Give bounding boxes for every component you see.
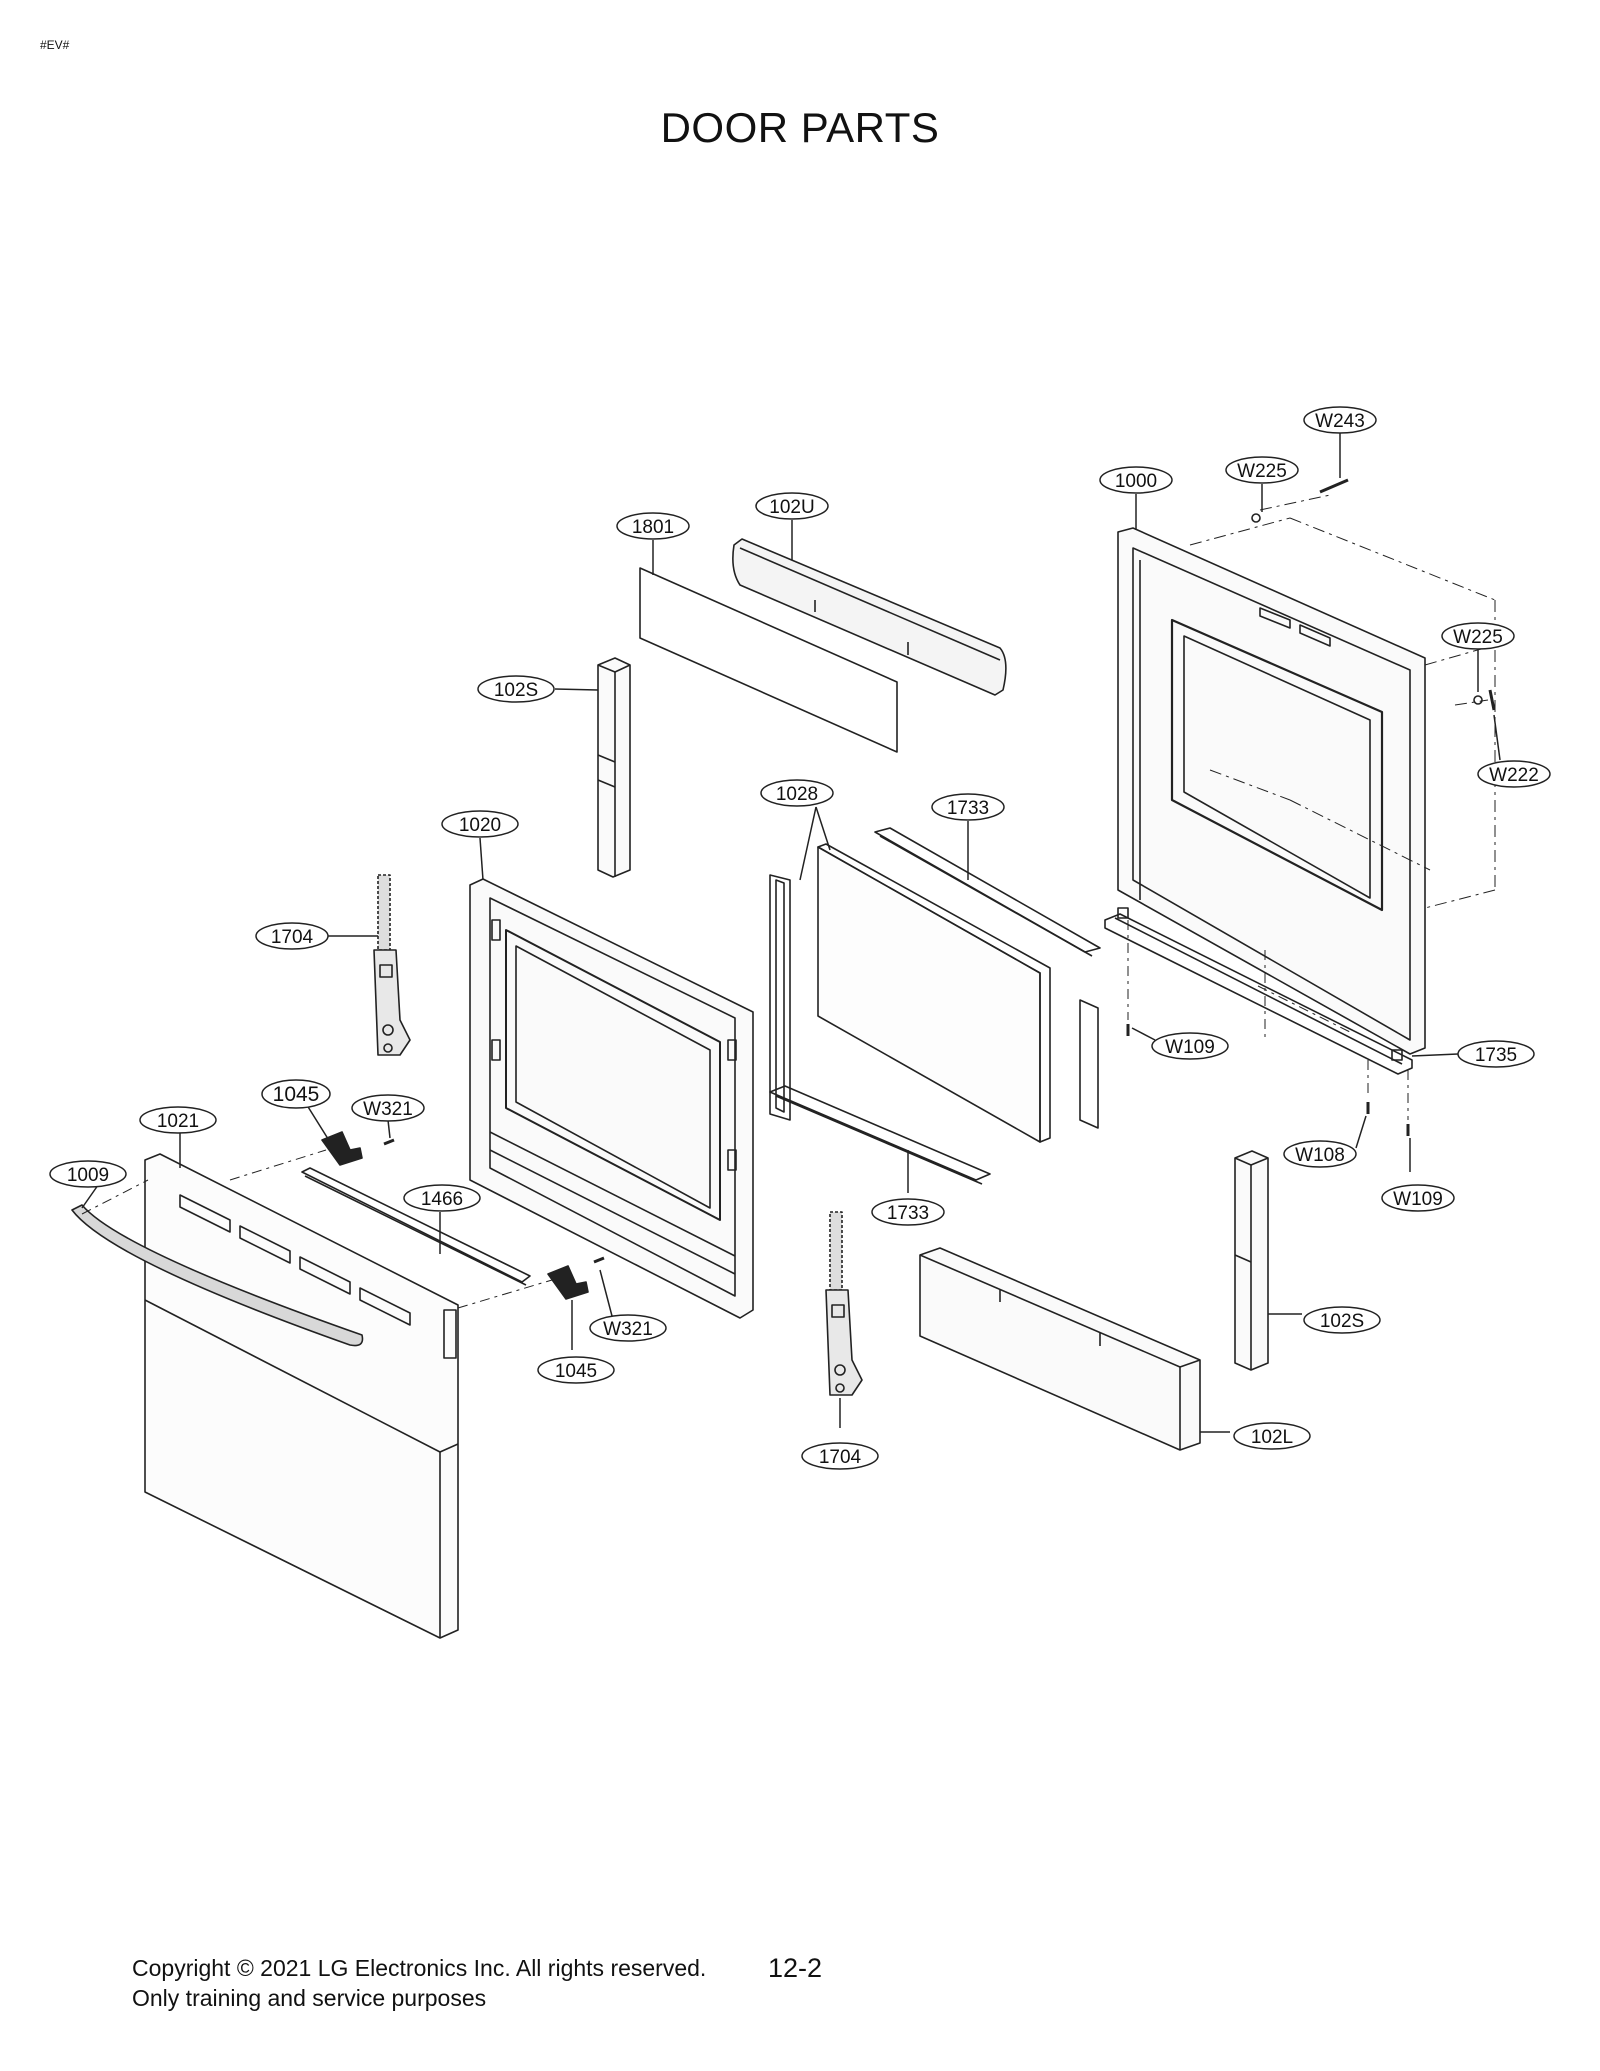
screws-w321	[383, 1138, 605, 1264]
callout-1028: 1028	[760, 779, 834, 807]
guide-box-1000	[1189, 494, 1496, 909]
bracket-1045-bottom	[547, 1265, 589, 1300]
inner-door-frame-1000	[1117, 527, 1426, 1055]
hinge-1704-left	[373, 874, 411, 1056]
svg-text:W321: W321	[363, 1099, 413, 1120]
svg-text:1021: 1021	[157, 1111, 199, 1132]
callout-1045-top: 1045	[261, 1079, 331, 1109]
svg-text:1704: 1704	[819, 1447, 862, 1468]
bar-1466	[301, 1167, 531, 1286]
document-code: #EV#	[40, 38, 70, 52]
guide-line-handle	[81, 1149, 553, 1309]
callout-1021: 1021	[139, 1106, 217, 1134]
callout-1009: 1009	[49, 1160, 127, 1188]
bottom-bracket-1735	[1104, 907, 1413, 1075]
svg-text:W222: W222	[1489, 765, 1539, 786]
hinge-1704-bottom	[825, 1211, 863, 1396]
svg-text:1045: 1045	[555, 1361, 597, 1382]
screws-misc	[1126, 478, 1496, 1136]
callout-1735: 1735	[1457, 1040, 1535, 1068]
side-spacer-102s-bottom	[1234, 1150, 1269, 1371]
callout-1704-bottom: 1704	[801, 1442, 879, 1470]
callout-1801: 1801	[616, 512, 690, 540]
svg-text:1009: 1009	[67, 1165, 109, 1186]
svg-text:1028: 1028	[776, 784, 818, 805]
callout-w108: W108	[1283, 1140, 1357, 1168]
footer-copyright: Copyright © 2021 LG Electronics Inc. All…	[132, 1953, 706, 2013]
callout-1466: 1466	[403, 1184, 481, 1212]
callout-102s-top: 102S	[477, 675, 555, 703]
callout-1000: 1000	[1099, 466, 1173, 494]
svg-text:1466: 1466	[421, 1189, 463, 1210]
copyright-line-1: Copyright © 2021 LG Electronics Inc. All…	[132, 1955, 707, 1981]
callout-1045-bottom: 1045	[537, 1356, 615, 1384]
svg-text:102L: 102L	[1251, 1427, 1293, 1448]
svg-text:W109: W109	[1393, 1189, 1443, 1210]
svg-text:102S: 102S	[494, 680, 538, 701]
callout-w222: W222	[1477, 760, 1551, 788]
insulation-sheet-1801	[639, 567, 898, 753]
svg-text:102U: 102U	[769, 497, 814, 518]
copyright-line-2: Only training and service purposes	[132, 1985, 487, 2011]
bracket-1045-top	[321, 1131, 363, 1166]
callout-102l: 102L	[1233, 1422, 1311, 1450]
callout-w109-right: W109	[1381, 1184, 1455, 1212]
upper-trim-102u	[732, 538, 1007, 696]
callout-w109-mid: W109	[1151, 1032, 1229, 1060]
outer-door-1021	[144, 1153, 459, 1639]
callout-102s-bottom: 102S	[1303, 1306, 1381, 1334]
svg-text:W225: W225	[1453, 627, 1503, 648]
inner-metal-frame-1020	[469, 878, 754, 1319]
svg-text:1000: 1000	[1115, 471, 1157, 492]
svg-text:W225: W225	[1237, 461, 1287, 482]
svg-text:1733: 1733	[947, 798, 989, 819]
leader-lines	[81, 430, 1501, 1433]
page-number: 12-2	[768, 1953, 823, 1983]
side-spacer-102s-top	[597, 657, 631, 878]
callout-1733-bottom: 1733	[871, 1198, 945, 1226]
callout-1733-top: 1733	[931, 793, 1005, 821]
callout-w225-right: W225	[1441, 622, 1515, 650]
callout-1704-left: 1704	[255, 922, 329, 950]
callout-text: W243	[1315, 411, 1365, 432]
callout-w225-top: W225	[1225, 456, 1299, 484]
callout-102u: 102U	[755, 492, 829, 520]
callout-w243: W243	[1303, 406, 1377, 434]
svg-text:W108: W108	[1295, 1145, 1345, 1166]
callout-w321-bottom: W321	[589, 1314, 667, 1342]
svg-text:1733: 1733	[887, 1203, 929, 1224]
lower-trim-102l	[919, 1247, 1201, 1451]
callout-1020: 1020	[441, 810, 519, 838]
page-title: DOOR PARTS	[660, 104, 940, 151]
svg-text:1735: 1735	[1475, 1045, 1517, 1066]
svg-text:1020: 1020	[459, 815, 501, 836]
guide-lines-screws	[1127, 920, 1409, 1120]
svg-text:1045: 1045	[273, 1083, 320, 1106]
svg-text:W109: W109	[1165, 1037, 1215, 1058]
svg-text:1801: 1801	[632, 517, 674, 538]
door-handle-1009	[71, 1204, 364, 1347]
callout-w321-top: W321	[351, 1094, 425, 1122]
glass-panes-1028	[769, 843, 1099, 1143]
svg-text:1704: 1704	[271, 927, 314, 948]
svg-text:W321: W321	[603, 1319, 653, 1340]
svg-text:102S: 102S	[1320, 1311, 1364, 1332]
